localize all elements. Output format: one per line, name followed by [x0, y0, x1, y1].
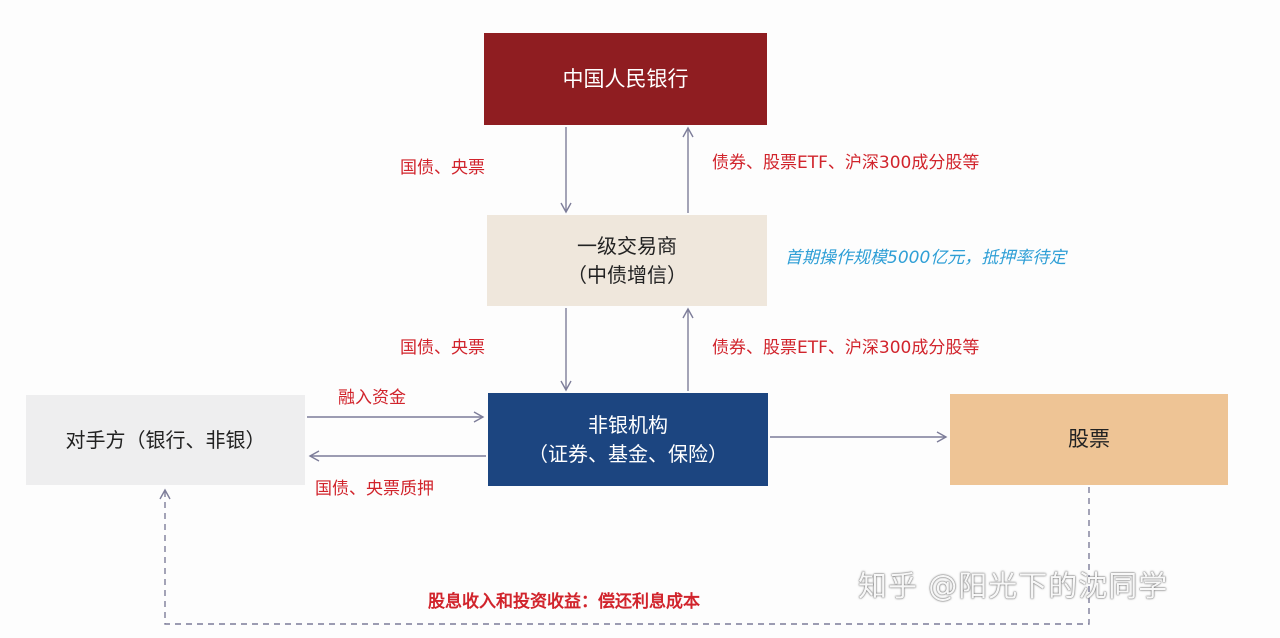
node-pboc: 中国人民银行: [484, 33, 767, 125]
node-primary-dealer: 一级交易商 （中债增信）: [487, 215, 767, 306]
label-dealer-to-nonbank: 国债、央票: [400, 338, 485, 358]
label-counterparty-to-nonbank: 融入资金: [338, 388, 406, 408]
node-counterparty-label: 对手方（银行、非银）: [65, 427, 266, 452]
label-dealer-note: 首期操作规模5000亿元，抵押率待定: [785, 248, 1067, 268]
node-stock: 股票: [950, 394, 1228, 485]
node-dealer-label: 一级交易商: [577, 233, 677, 258]
node-stock-label: 股票: [1068, 427, 1110, 452]
watermark: 知乎 @阳光下的沈同学: [858, 569, 1169, 603]
label-nonbank-to-counterparty: 国债、央票质押: [315, 479, 434, 499]
label-dealer-to-pboc: 债券、股票ETF、沪深300成分股等: [712, 153, 980, 173]
node-counterparty: 对手方（银行、非银）: [26, 395, 305, 485]
node-nonbank-label: 非银机构: [588, 412, 668, 437]
node-nonbank-sublabel: （证券、基金、保险）: [528, 441, 728, 466]
node-dealer-sublabel: （中债增信）: [567, 262, 687, 287]
label-stock-return-loop: 股息收入和投资收益：偿还利息成本: [428, 592, 700, 612]
label-nonbank-to-dealer: 债券、股票ETF、沪深300成分股等: [712, 338, 980, 358]
arrow-stock-return-loop: [159, 487, 1090, 625]
node-pboc-label: 中国人民银行: [562, 66, 689, 91]
node-nonbank-institutions: 非银机构 （证券、基金、保险）: [488, 393, 768, 486]
label-pboc-to-dealer: 国债、央票: [400, 158, 485, 178]
